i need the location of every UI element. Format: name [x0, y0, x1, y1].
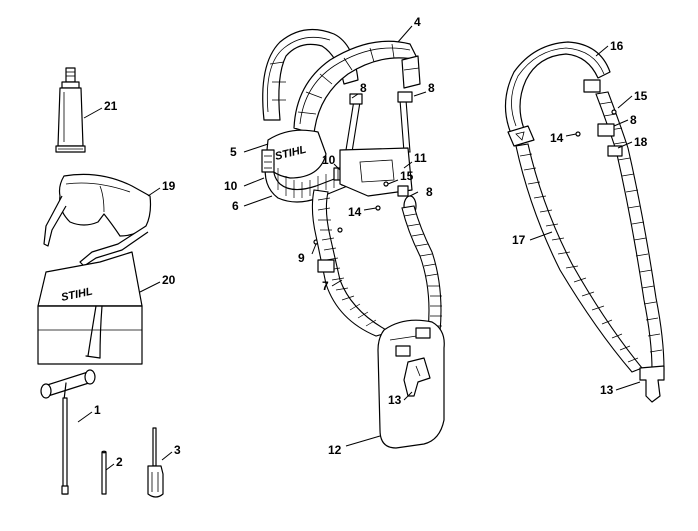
pin-tool [101, 450, 107, 495]
callout-15-harness: 15 [400, 169, 414, 183]
callout-10-left: 10 [224, 179, 238, 193]
callout-9: 9 [298, 251, 305, 265]
tool-pouch: STIHL [37, 251, 143, 365]
callout-4: 4 [414, 15, 421, 29]
callout-15-strap: 15 [634, 89, 648, 103]
rivet-15-right [611, 109, 617, 115]
callout-7: 7 [322, 279, 329, 293]
callout-3: 3 [174, 443, 181, 457]
full-harness: STIHL [261, 28, 445, 449]
callout-labels: 21 19 20 1 2 3 4 5 10 6 7 8 8 8 9 10 11 … [94, 15, 648, 469]
callout-12: 12 [328, 443, 342, 457]
callout-11: 11 [414, 151, 427, 165]
rivet-14-right [575, 131, 581, 137]
callout-13-harness: 13 [388, 393, 402, 407]
callout-8-top-left: 8 [360, 81, 367, 95]
callout-19: 19 [162, 179, 176, 193]
shoulder-strap [504, 41, 665, 403]
rivet-9b [337, 227, 343, 233]
grease-tube [55, 67, 86, 153]
callout-14-strap: 14 [550, 131, 564, 145]
callout-5: 5 [230, 145, 237, 159]
callout-2: 2 [116, 455, 123, 469]
leader-lines [77, 25, 641, 471]
callout-8-strap: 8 [630, 113, 637, 127]
callout-20: 20 [162, 273, 176, 287]
callout-13-strap: 13 [600, 383, 614, 397]
callout-18: 18 [634, 135, 648, 149]
callout-16: 16 [610, 39, 624, 53]
callout-6: 6 [232, 199, 239, 213]
callout-1: 1 [94, 403, 101, 417]
callout-10-center: 10 [322, 153, 336, 167]
rivet-15-left [383, 181, 389, 187]
safety-glasses [43, 173, 152, 267]
screwdriver [147, 427, 164, 498]
combination-wrench [40, 369, 96, 495]
callout-21: 21 [104, 99, 118, 113]
callout-17: 17 [512, 233, 526, 247]
callout-14-harness: 14 [348, 205, 362, 219]
callout-8-mid: 8 [426, 185, 433, 199]
rivet-14-left [375, 205, 381, 211]
callout-8-top-right: 8 [428, 81, 435, 95]
